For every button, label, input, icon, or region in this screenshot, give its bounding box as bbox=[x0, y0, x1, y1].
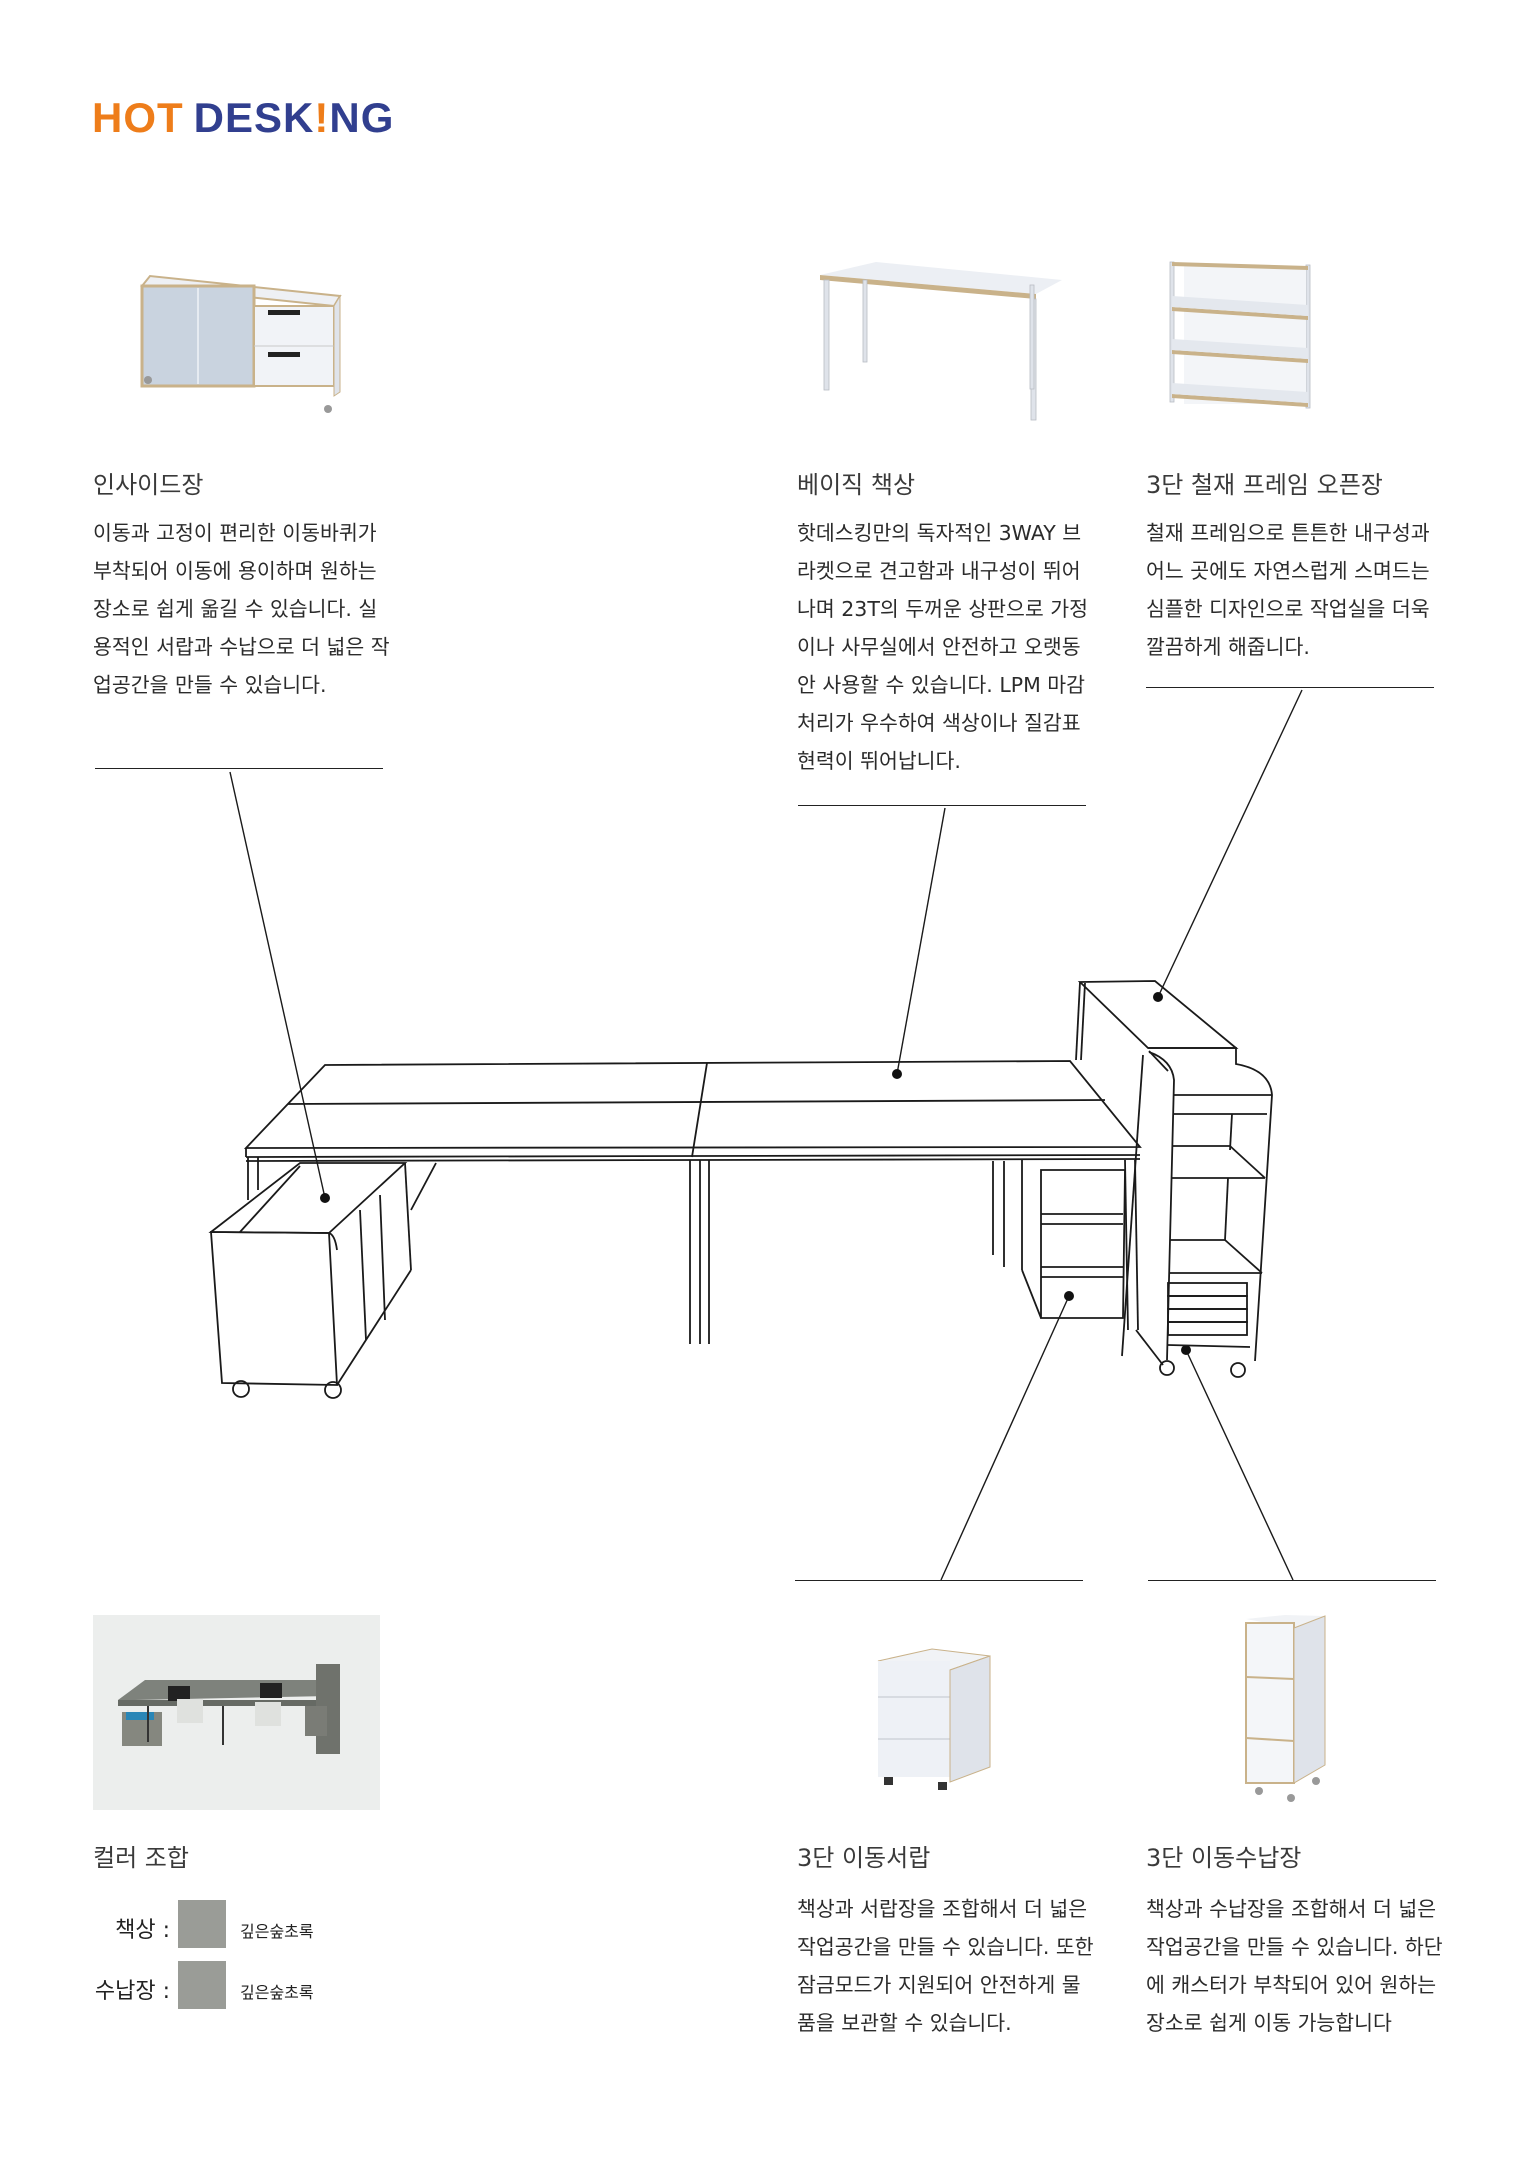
desk-outline bbox=[243, 1060, 1142, 1344]
inside-cabinet-image bbox=[140, 274, 342, 413]
divider-basic-desk bbox=[798, 805, 1086, 806]
swatch-label-desk: 책상 : bbox=[115, 1918, 170, 1943]
product-desc-mobile-drawer: 책상과 서랍장을 조합해서 더 넓은 작업공간을 만들 수 있습니다. 또한 잠… bbox=[797, 1897, 1094, 2035]
divider-inside-cabinet bbox=[95, 768, 383, 769]
swatch-name-storage: 깊은숲초록 bbox=[240, 1983, 314, 2002]
product-desc-basic-desk: 핫데스킹만의 독자적인 3WAY 브라켓으로 견고함과 내구성이 뛰어나며 23… bbox=[797, 521, 1088, 773]
divider-mobile-storage bbox=[1148, 1580, 1436, 1581]
inside-cabinet-drawing bbox=[208, 1162, 437, 1399]
product-title-basic-desk: 베이직 책상 bbox=[797, 471, 916, 499]
product-desc-steel-open-shelf: 철재 프레임으로 튼튼한 내구성과 어느 곳에도 자연스럽게 스며드는 심플한 … bbox=[1146, 521, 1430, 659]
product-desc-mobile-storage: 책상과 수납장을 조합해서 더 넓은 작업공간을 만들 수 있습니다. 하단에 … bbox=[1146, 1897, 1443, 2035]
logo-hot: HOT bbox=[92, 94, 184, 141]
product-title-mobile-drawer: 3단 이동서랍 bbox=[797, 1844, 931, 1872]
product-title-steel-open-shelf: 3단 철재 프레임 오픈장 bbox=[1146, 471, 1383, 499]
color-combo-photo bbox=[93, 1615, 380, 1810]
swatch-name-desk: 깊은숲초록 bbox=[240, 1922, 314, 1941]
product-desc-inside-cabinet: 이동과 고정이 편리한 이동바퀴가 부착되어 이동에 용이하며 원하는 장소로 … bbox=[93, 521, 390, 697]
mobile-drawer-drawing bbox=[992, 1159, 1139, 1331]
color-swatch-storage bbox=[178, 1961, 226, 2009]
basic-desk-image bbox=[820, 262, 1062, 421]
mobile-drawer-image bbox=[877, 1648, 991, 1790]
leader-lines bbox=[229, 689, 1303, 1581]
swatch-label-storage: 수납장 : bbox=[94, 1979, 170, 2004]
leader-dots bbox=[320, 992, 1191, 1355]
divider-mobile-drawer bbox=[795, 1580, 1083, 1581]
color-swatch-desk bbox=[178, 1900, 226, 1948]
divider-steel-open-shelf bbox=[1146, 687, 1434, 688]
mobile-storage-drawing bbox=[1075, 980, 1273, 1378]
logo-desking: DESK!NG bbox=[193, 94, 395, 141]
product-title-mobile-storage: 3단 이동수납장 bbox=[1146, 1844, 1302, 1872]
color-combo-title: 컬러 조합 bbox=[93, 1844, 189, 1872]
product-title-inside-cabinet: 인사이드장 bbox=[93, 471, 204, 499]
mobile-storage-image bbox=[1245, 1615, 1326, 1802]
steel-open-shelf-image bbox=[1169, 261, 1311, 409]
